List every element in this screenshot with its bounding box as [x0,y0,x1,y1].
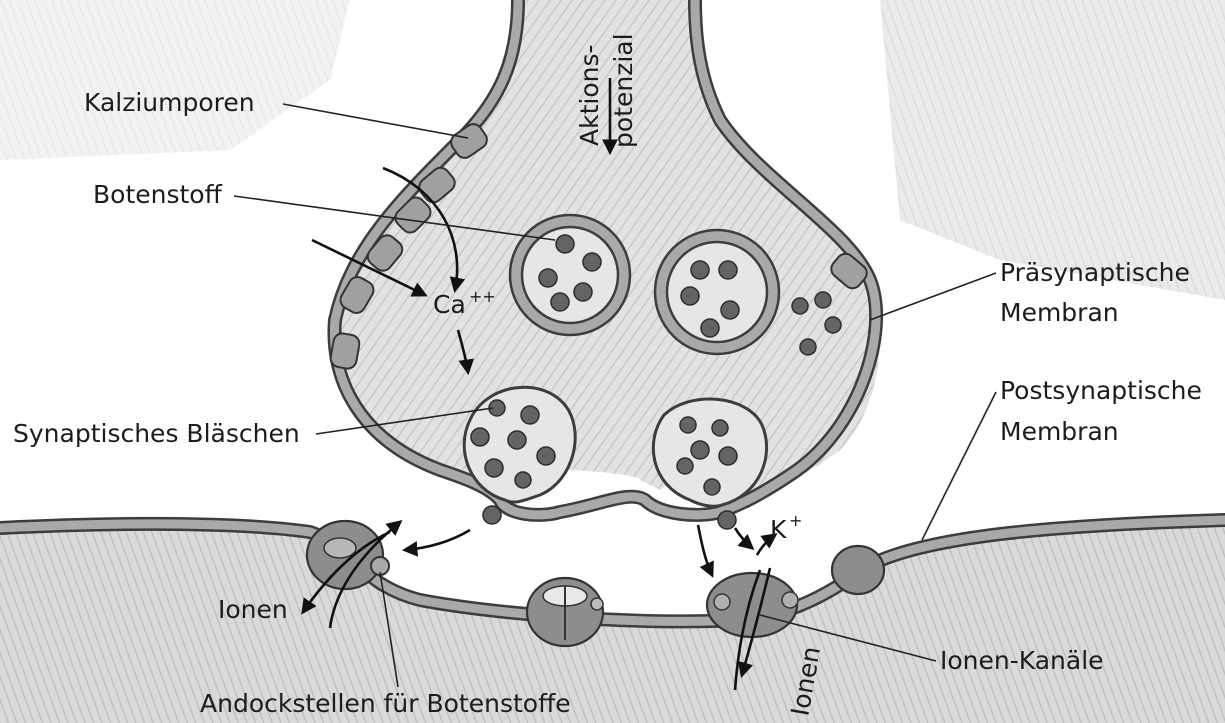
label-kalium-charge: + [789,511,802,530]
label-aktionspotenzial-2: potenzial [609,33,638,148]
label-ionen-left: Ionen [218,595,288,624]
label-calcium: Ca [433,290,466,319]
label-ionen-kanaele: Ionen-Kanäle [940,646,1104,675]
label-postsynaptische-1: Postsynaptische [1000,376,1202,405]
label-postsynaptische-2: Membran [1000,417,1119,446]
label-kalziumporen: Kalziumporen [84,88,255,117]
label-calcium-charge: ++ [469,287,496,306]
receptor-protein-right [707,573,798,637]
label-praesynaptische-2: Membran [1000,298,1119,327]
vesicle-upper-left [510,215,630,335]
label-synaptisches-blaeschen: Synaptisches Bläschen [13,419,300,448]
label-aktionspotenzial-1: Aktions- [575,44,604,146]
label-praesynaptische-1: Präsynaptische [1000,258,1190,287]
receptor-protein-middle [527,578,603,646]
vesicle-upper-right [655,230,779,354]
label-kalium: K [770,515,787,544]
label-andockstellen: Andockstellen für Botenstoffe [200,689,571,718]
label-botenstoff: Botenstoff [93,180,223,209]
receptor-protein-far-right [832,546,884,594]
